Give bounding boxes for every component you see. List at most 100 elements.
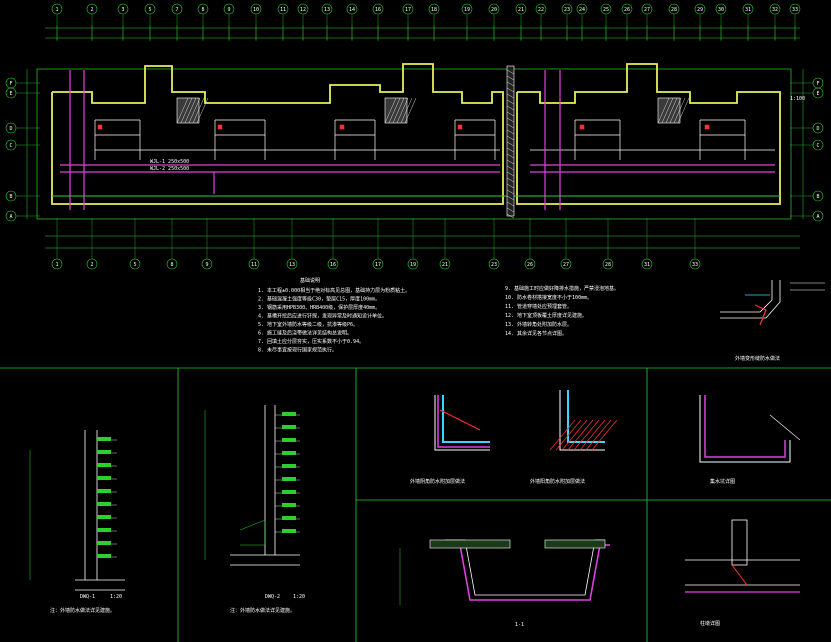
axis-label-top: 26 [624,7,630,13]
axis-label-bottom: 23 [491,262,497,268]
corner-hatch [573,419,600,451]
axis-label-right: D [816,126,819,132]
joint-hatch [506,147,515,153]
hatch-line [404,97,417,124]
wall1-note: 注：外墙防水做法详见建施。 [50,607,115,614]
joint-hatch [506,75,515,81]
axis-label-left: D [9,126,12,132]
note-line: 8. 未尽事宜按现行国家规范执行。 [258,347,337,354]
tr-caption: 外墙变形缝防水做法 [735,355,780,362]
hatch-line [188,97,201,124]
joint-hatch [506,69,515,75]
axis-label-top: 29 [697,7,703,13]
axis-label-bottom: 5 [133,262,136,268]
axis-label-bottom: 21 [442,262,448,268]
joint-hatch [506,177,515,183]
tag [282,425,296,429]
stair-hatch [384,97,408,124]
joint-hatch [506,93,515,99]
tag [282,438,296,442]
hatch-line [184,97,197,124]
joint-hatch [506,171,515,177]
joint-hatch [506,213,515,219]
axis-label-top: 19 [464,7,470,13]
channel-membrane [440,544,610,601]
axis-label-bottom: 17 [375,262,381,268]
hatch-line [677,97,690,124]
joint-hatch [506,195,515,201]
joint-hatch [506,105,515,111]
plan-scale: 1:100 [790,96,805,102]
detail-shape [239,519,266,546]
slab [544,539,606,549]
hatch-line [192,97,205,124]
corner-hatch [561,419,588,451]
joint-hatch [506,153,515,159]
tag [282,477,296,481]
note-line: 5. 地下室外墙防水等级二级，抗渗等级P6。 [258,321,358,328]
note-line: 4. 基槽开挖后应进行钎探，发现异常及时通知设计单位。 [258,313,387,320]
column [579,124,585,130]
joint-hatch [506,117,515,123]
axis-label-bottom: 31 [644,262,650,268]
col-caption: 柱墩详图 [700,620,720,627]
plan-outline [36,68,792,220]
axis-label-bottom: 26 [527,262,533,268]
column [217,124,223,130]
tag [97,502,111,506]
wall1-title: DWQ-1 [80,594,95,600]
note-line: 6. 施工缝及后浇带做法详见结构总说明。 [258,330,352,337]
wall1-scale: 1:20 [110,594,122,600]
axis-label-top: 22 [538,7,544,13]
pit-leader [769,414,801,441]
hatch-line [176,97,189,124]
corner-red [439,409,481,431]
axis-label-bottom: 16 [330,262,336,268]
hatch-line [180,97,193,124]
joint-hatch [506,99,515,105]
joint-hatch [506,135,515,141]
stair-hatch [176,97,200,124]
beam-label: WJL-1 250x500 [150,159,189,165]
axis-label-left: B [9,194,12,200]
joint-hatch [506,111,515,117]
axis-label-top: 3 [121,7,124,13]
tr-detail [720,280,773,313]
tag [97,476,111,480]
tag [282,529,296,533]
axis-label-top: 33 [792,7,798,13]
corner1-caption: 外墙阴角防水附加层做法 [410,478,465,485]
note-line: 14. 其余详见各节点详图。 [505,330,567,337]
axis-label-top: 1 [55,7,58,13]
axis-label-right: B [816,194,819,200]
corner-hatch [585,419,612,451]
wall2-note: 注：外墙防水做法详见建施。 [230,607,295,614]
corner-hatch [579,419,606,451]
beam-label: WJL-2 250x500 [150,166,189,172]
column [457,124,463,130]
axis-label-bottom: 27 [563,262,569,268]
tag [282,503,296,507]
tr-red [754,304,767,326]
axis-label-left: E [9,91,12,97]
corner-membrane [437,395,490,448]
axis-label-top: 16 [375,7,381,13]
hatch-line [665,97,678,124]
axis-label-bottom: 19 [410,262,416,268]
axis-label-bottom: 13 [289,262,295,268]
tag [282,412,296,416]
tag [282,516,296,520]
pit2-caption: 1-1 [515,622,524,628]
tag [97,437,111,441]
stair-hatch [657,97,681,124]
note-line: 10. 防水卷材搭接宽度不小于100mm。 [505,294,592,301]
tag [97,515,111,519]
axis-label-right: E [816,91,819,97]
axis-label-top: 17 [405,7,411,13]
joint-hatch [506,189,515,195]
tag [282,464,296,468]
